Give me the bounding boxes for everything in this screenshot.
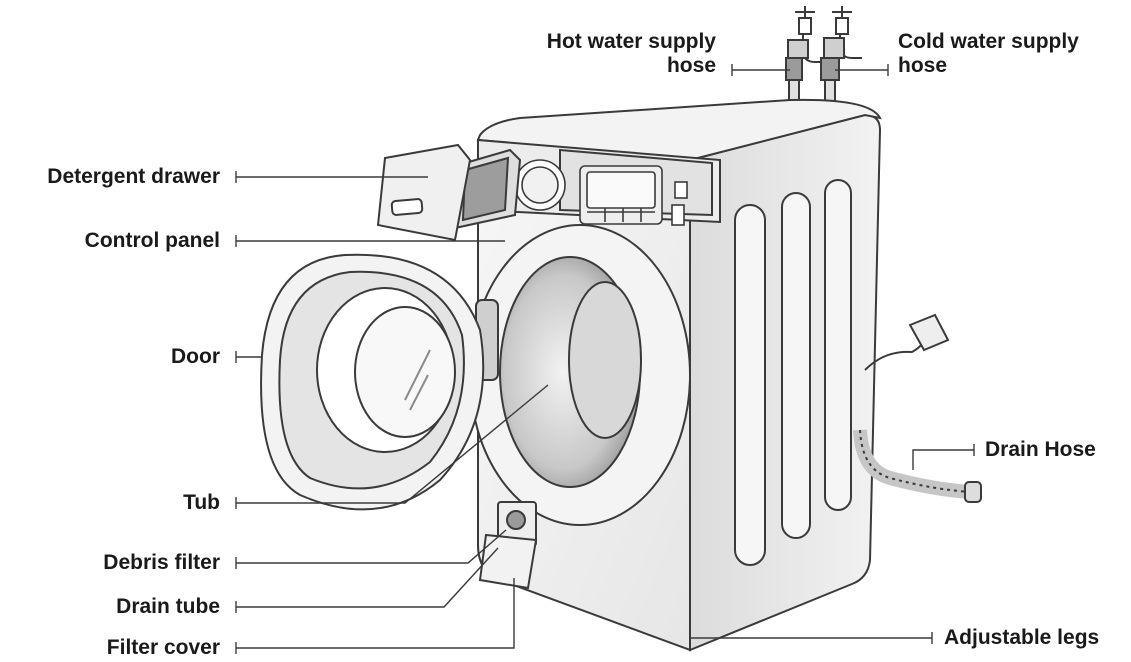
- label-control-panel: Control panel: [84, 229, 220, 252]
- debris-filter-illustration: [478, 501, 538, 590]
- hot-water-faucet: [785, 6, 822, 111]
- label-tub: Tub: [183, 491, 220, 514]
- power-cord-illustration: [864, 313, 950, 371]
- label-debris-filter: Debris filter: [103, 551, 220, 574]
- drain-hose-illustration: [853, 429, 982, 503]
- label-cold-water-line1: Cold water supply: [898, 30, 1079, 53]
- label-drain-tube: Drain tube: [116, 595, 220, 618]
- label-detergent-drawer: Detergent drawer: [47, 165, 220, 188]
- door-illustration: [260, 253, 485, 511]
- label-drain-hose: Drain Hose: [985, 438, 1096, 461]
- tub-illustration: [469, 224, 691, 526]
- control-panel-area: [514, 159, 688, 226]
- label-cold-water-supply-hose: Cold water supply hose: [898, 30, 1079, 78]
- callout-lines: [235, 64, 975, 654]
- cold-water-faucet: [820, 6, 862, 111]
- label-hot-water-supply-hose: Hot water supply hose: [480, 30, 716, 78]
- label-filter-cover: Filter cover: [106, 636, 220, 659]
- label-cold-water-line2: hose: [898, 54, 948, 77]
- label-adjustable-legs: Adjustable legs: [944, 626, 1100, 649]
- cabinet-side: [689, 113, 882, 652]
- detergent-drawer-illustration: [376, 143, 522, 242]
- label-hot-water-line2: hose: [666, 54, 716, 77]
- label-door: Door: [171, 345, 220, 368]
- cabinet-top: [476, 98, 882, 162]
- label-hot-water-line1: Hot water supply: [546, 30, 716, 53]
